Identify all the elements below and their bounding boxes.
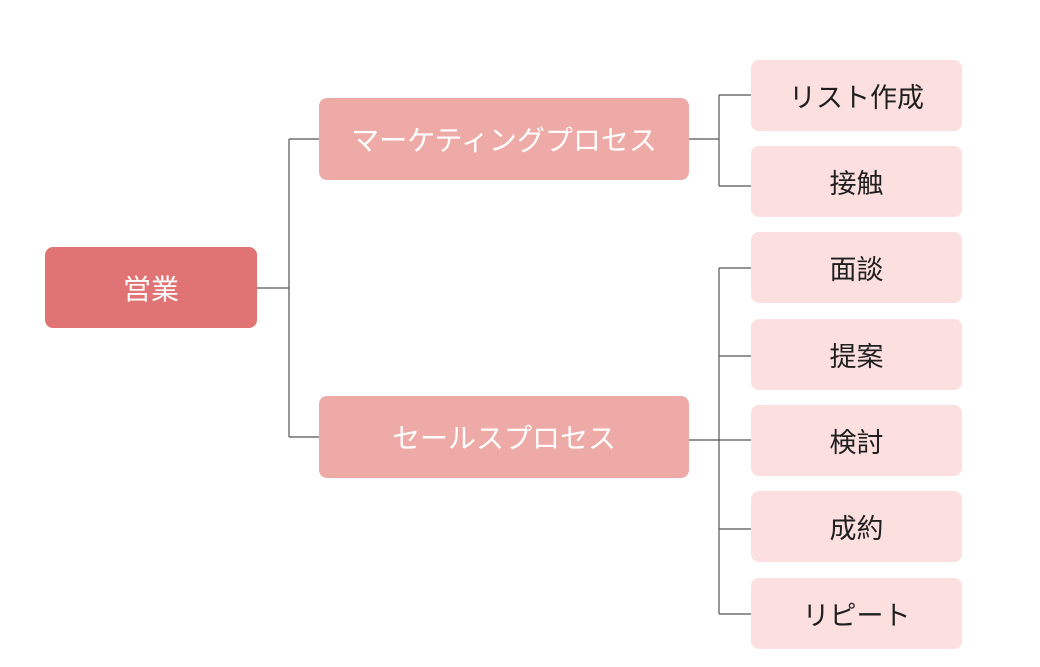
leaf-node-meeting: 面談: [751, 232, 962, 303]
leaf-node-label: リピート: [802, 601, 911, 632]
branch-node-label: マーケティングプロセス: [351, 124, 657, 157]
leaf-node-label: 検討: [829, 428, 884, 459]
leaf-node-contract: 成約: [751, 491, 962, 562]
leaf-node-proposal: 提案: [751, 319, 962, 390]
leaf-node-label: 接触: [829, 169, 884, 200]
leaf-node-contact: 接触: [751, 146, 962, 217]
leaf-node-list-creation: リスト作成: [751, 60, 962, 131]
leaf-node-review: 検討: [751, 405, 962, 476]
leaf-node-label: 提案: [829, 342, 884, 373]
branch-node-sales-process: セールスプロセス: [319, 396, 689, 478]
leaf-node-label: 成約: [829, 514, 884, 545]
leaf-node-label: 面談: [829, 255, 884, 286]
branch-node-label: セールスプロセス: [391, 422, 616, 455]
branch-node-marketing-process: マーケティングプロセス: [319, 98, 689, 180]
leaf-node-repeat: リピート: [751, 578, 962, 649]
root-node-eigyo: 営業: [45, 247, 257, 328]
leaf-node-label: リスト作成: [789, 83, 924, 114]
root-node-label: 営業: [122, 272, 179, 306]
